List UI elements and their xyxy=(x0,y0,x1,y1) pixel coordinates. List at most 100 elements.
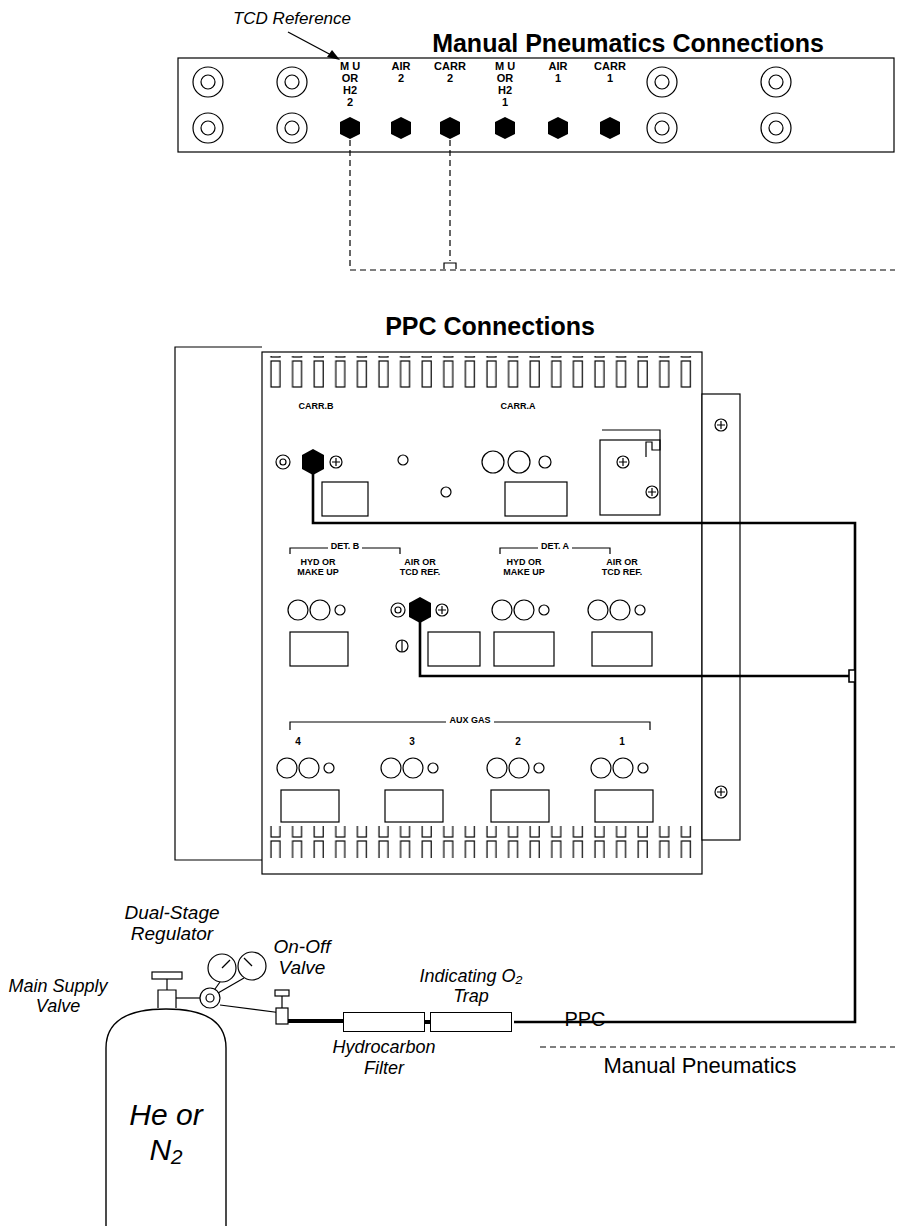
drawing-stroke xyxy=(600,440,660,515)
drawing-stroke xyxy=(534,763,544,773)
drawing-stroke xyxy=(262,826,702,858)
drawing-stroke xyxy=(492,600,512,620)
hex-fitting xyxy=(340,117,620,139)
drawing-stroke xyxy=(638,763,648,773)
divider-line xyxy=(540,1046,895,1047)
part-label: CARR.B xyxy=(286,402,346,412)
drawing-stroke xyxy=(449,140,450,261)
drawing-stroke xyxy=(290,632,348,666)
drawing-stroke xyxy=(715,419,727,431)
filter-box: Hydrocarbon Filter xyxy=(343,1012,425,1032)
drawing-stroke xyxy=(215,982,220,989)
gas-cylinder: He or N₂ xyxy=(105,1008,227,1226)
hex-fitting xyxy=(302,449,324,475)
drawing-stroke xyxy=(438,606,446,614)
drawing-stroke xyxy=(769,121,783,135)
drawing-stroke xyxy=(335,605,345,615)
drawing-stroke xyxy=(592,632,652,666)
part-label: 4 xyxy=(288,736,308,747)
part-label: TCD Reference xyxy=(207,10,377,29)
drawing-stroke xyxy=(285,121,299,135)
drawing-stroke xyxy=(288,600,308,620)
drawing-stroke xyxy=(299,758,319,778)
part-label: Dual-Stage Regulator xyxy=(116,903,228,945)
drawing-stroke xyxy=(761,113,791,143)
drawing-stroke xyxy=(395,607,401,613)
drawing-stroke xyxy=(487,758,507,778)
bulkhead-fitting xyxy=(193,67,791,143)
part-label: CARR.A xyxy=(488,402,548,412)
drawing-stroke xyxy=(280,459,286,465)
drawing-stroke xyxy=(220,1005,282,1013)
drawing-stroke xyxy=(613,758,633,778)
tee-fitting xyxy=(849,670,855,682)
part-label: AIR OR TCD REF. xyxy=(596,558,648,578)
drawing-stroke xyxy=(420,622,849,676)
drawing-stroke xyxy=(494,632,554,666)
drawing-stroke xyxy=(277,758,297,778)
main-supply-valve xyxy=(152,972,182,1008)
drawing-stroke xyxy=(648,488,656,496)
drawing-stroke xyxy=(595,790,653,822)
drawing-stroke xyxy=(617,456,629,468)
drawing-stroke xyxy=(350,140,895,270)
drawing-stroke xyxy=(285,75,299,89)
part-label: HYD OR MAKE UP xyxy=(292,558,344,578)
drawing-stroke xyxy=(152,972,182,979)
node-label: Hydrocarbon Filter xyxy=(328,1037,440,1078)
part-label: HYD OR MAKE UP xyxy=(498,558,550,578)
drawing-stroke xyxy=(262,356,702,388)
part-label: Manual Pneumatics xyxy=(560,1054,840,1078)
drawing-stroke xyxy=(222,960,230,968)
drawing-stroke xyxy=(491,790,549,822)
drawing-stroke xyxy=(238,952,266,980)
drawing-stroke xyxy=(509,758,529,778)
drawing-stroke xyxy=(619,458,627,466)
drawing-stroke xyxy=(403,758,423,778)
drawing-stroke xyxy=(398,455,408,465)
drawing-stroke xyxy=(313,474,855,1022)
drawing-stroke xyxy=(276,1008,288,1024)
part-label: AIR 1 xyxy=(547,60,569,84)
regulator xyxy=(176,952,266,1008)
part-label: 3 xyxy=(402,736,422,747)
drawing-stroke xyxy=(193,113,223,143)
on-off-valve xyxy=(220,990,289,1024)
drawing-stroke xyxy=(381,758,401,778)
node-label: Indicating O₂ Trap xyxy=(415,966,527,1007)
tubing xyxy=(288,1019,343,1023)
drawing-stroke xyxy=(600,117,620,139)
drawing-stroke xyxy=(200,988,220,1008)
drawing-stroke xyxy=(206,994,214,1002)
drawing-stroke xyxy=(769,75,783,89)
drawing-stroke xyxy=(193,67,223,97)
drawing-stroke xyxy=(391,117,411,139)
drawing-stroke xyxy=(610,600,630,620)
drawing-stroke xyxy=(428,632,480,666)
drawing-stroke xyxy=(262,352,702,874)
drawing-stroke xyxy=(505,482,567,516)
drawing-stroke xyxy=(715,786,727,798)
hex-fitting xyxy=(409,597,431,623)
drawing-stroke xyxy=(588,600,608,620)
drawing-stroke xyxy=(428,763,438,773)
node-label: He or N₂ xyxy=(126,1098,206,1167)
drawing-stroke xyxy=(539,456,551,468)
part-label: AIR 2 xyxy=(390,60,412,84)
drawing-stroke xyxy=(201,75,215,89)
drawing-stroke xyxy=(276,455,290,469)
dashed-tubing xyxy=(350,140,895,270)
drawing-stroke xyxy=(655,75,669,89)
drawing-stroke xyxy=(281,996,282,1008)
panel-title: PPC Connections xyxy=(330,313,650,341)
part-label: CARR 2 xyxy=(433,60,467,84)
drawing-stroke xyxy=(385,790,443,822)
trap-box: Indicating O₂ Trap xyxy=(430,1012,512,1032)
drawing-stroke xyxy=(277,113,307,143)
drawing-stroke xyxy=(482,451,504,473)
drawing-stroke xyxy=(322,482,368,516)
arrow-head xyxy=(327,50,340,60)
tee-fitting xyxy=(444,263,456,269)
drawing-stroke xyxy=(602,430,660,457)
part-label: 2 xyxy=(508,736,528,747)
